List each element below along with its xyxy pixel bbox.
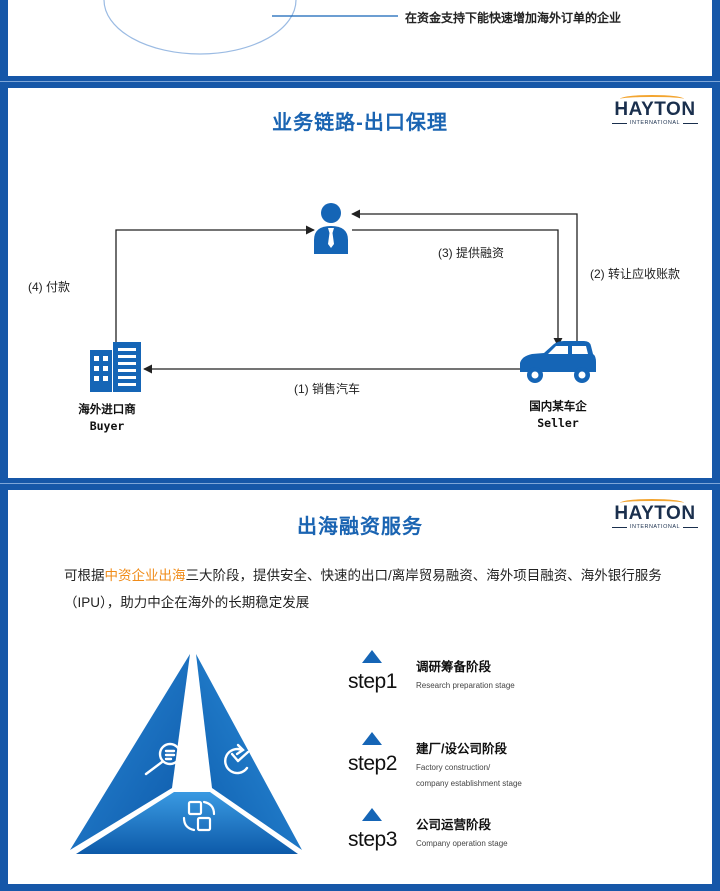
pyramid-face-left xyxy=(70,654,190,850)
stage-pyramid xyxy=(70,654,302,854)
step-number: step1 xyxy=(348,670,397,693)
top-circle-graphic xyxy=(103,0,398,55)
stage-step-1: step1 调研筹备阶段 Research preparation stage xyxy=(344,650,604,710)
flow-diagram xyxy=(90,203,596,392)
step-title: 调研筹备阶段 xyxy=(416,660,492,674)
hayton-logo: HAYTON INTERNATIONAL xyxy=(612,95,699,126)
services-panel: 出海融资服务 HAYTON INTERNATIONAL 可根据中资企业出海三大阶… xyxy=(8,490,712,884)
buyer-node: 海外进口商 Buyer xyxy=(62,401,152,435)
step-marker-icon xyxy=(362,732,382,745)
step-number: step3 xyxy=(348,828,397,851)
logo-tagline: INTERNATIONAL xyxy=(629,120,681,126)
intro-highlight: 中资企业出海 xyxy=(104,568,186,583)
services-intro: 可根据中资企业出海三大阶段，提供安全、快速的出口/离岸贸易融资、海外项目融资、海… xyxy=(64,562,684,616)
hayton-logo: HAYTON INTERNATIONAL xyxy=(612,499,699,530)
buyer-name-cn: 海外进口商 xyxy=(78,402,136,416)
buildings-icon xyxy=(90,342,141,392)
refresh-icon xyxy=(224,743,250,775)
edge-payment xyxy=(115,225,315,342)
separator xyxy=(0,76,720,88)
services-title: 出海融资服务 xyxy=(297,516,423,538)
pyramid-face-bottom xyxy=(76,792,298,854)
step-number: step2 xyxy=(348,752,397,775)
stage-step-2: step2 建厂/设公司阶段 Factory construction/ com… xyxy=(344,732,604,792)
financier-icon xyxy=(314,203,348,254)
edge-label-financing: (3) 提供融资 xyxy=(438,246,505,260)
step-marker-icon xyxy=(362,650,382,663)
logo-name: HAYTON xyxy=(614,99,696,120)
step-subtitle: Company operation stage xyxy=(416,839,508,848)
intro-text-start: 可根据 xyxy=(64,568,105,583)
car-icon xyxy=(520,341,596,383)
step-subtitle: Factory construction/ company establishm… xyxy=(416,763,522,788)
step-title: 公司运营阶段 xyxy=(416,818,492,832)
edge-label-transfer: (2) 转让应收账款 xyxy=(590,267,681,281)
step-title: 建厂/设公司阶段 xyxy=(416,742,507,756)
seller-name-cn: 国内某车企 xyxy=(529,399,587,413)
intro-text-end: 三大阶段，提供安全、快速的出口/离岸贸易融资、海外项目融资、海外银行服务（IPU… xyxy=(64,568,662,610)
step-subtitle: Research preparation stage xyxy=(416,681,515,690)
top-panel: 在资金支持下能快速增加海外订单的企业 xyxy=(8,0,712,76)
cycle-documents-icon xyxy=(182,800,216,832)
flow-title: 业务链路-出口保理 xyxy=(272,112,448,134)
flow-panel: 业务链路-出口保理 HAYTON INTERNATIONAL xyxy=(8,88,712,478)
edge-label-payment: (4) 付款 xyxy=(28,280,71,294)
buyer-name-en: Buyer xyxy=(89,419,125,433)
stage-step-3: step3 公司运营阶段 Company operation stage xyxy=(344,808,604,868)
logo-name: HAYTON xyxy=(614,503,696,524)
step-marker-icon xyxy=(362,808,382,821)
top-note: 在资金支持下能快速增加海外订单的企业 xyxy=(405,11,622,25)
separator xyxy=(0,478,720,490)
edge-transfer xyxy=(351,209,578,346)
edge-financing xyxy=(352,229,563,347)
magnifier-chart-icon xyxy=(144,742,182,776)
logo-tagline: INTERNATIONAL xyxy=(629,524,681,530)
seller-node: 国内某车企 Seller xyxy=(511,398,605,432)
seller-name-en: Seller xyxy=(537,416,579,430)
edge-label-sale: (1) 销售汽车 xyxy=(294,382,361,396)
